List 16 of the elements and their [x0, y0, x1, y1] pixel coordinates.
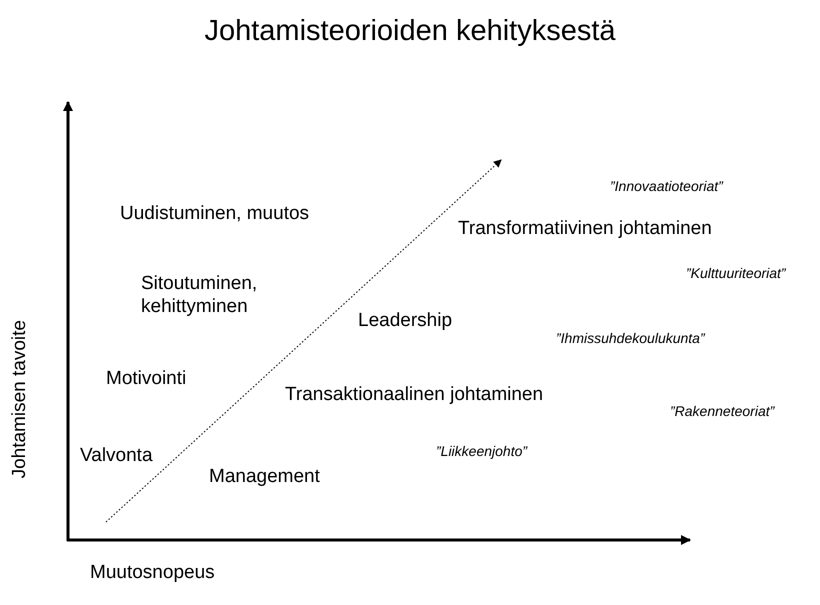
style-label: Transaktionaalinen johtaminen [285, 383, 544, 406]
theory-label: ”Innovaatioteoriat” [610, 178, 723, 195]
style-label: Leadership [358, 309, 452, 332]
theory-label: ”Liikkeenjohto” [436, 443, 528, 460]
theory-label: ”Rakenneteoriat” [670, 403, 774, 420]
goal-label: Uudistuminen, muutos [120, 202, 310, 225]
theory-label: ”Ihmissuhdekoulukunta” [556, 330, 705, 347]
style-label: Transformatiivinen johtaminen [458, 217, 712, 240]
goal-label: Valvonta [80, 444, 153, 467]
axis-title: Muutosnopeus [90, 561, 215, 584]
style-label: Management [209, 465, 320, 488]
axis-title: Johtamisen tavoite [8, 320, 31, 478]
theory-label: ”Kulttuuriteoriat” [686, 265, 786, 282]
goal-label: Sitoutuminen, kehittyminen [141, 272, 258, 318]
goal-label: Motivointi [106, 367, 186, 390]
title: Johtamisteorioiden kehityksestä [203, 14, 617, 48]
